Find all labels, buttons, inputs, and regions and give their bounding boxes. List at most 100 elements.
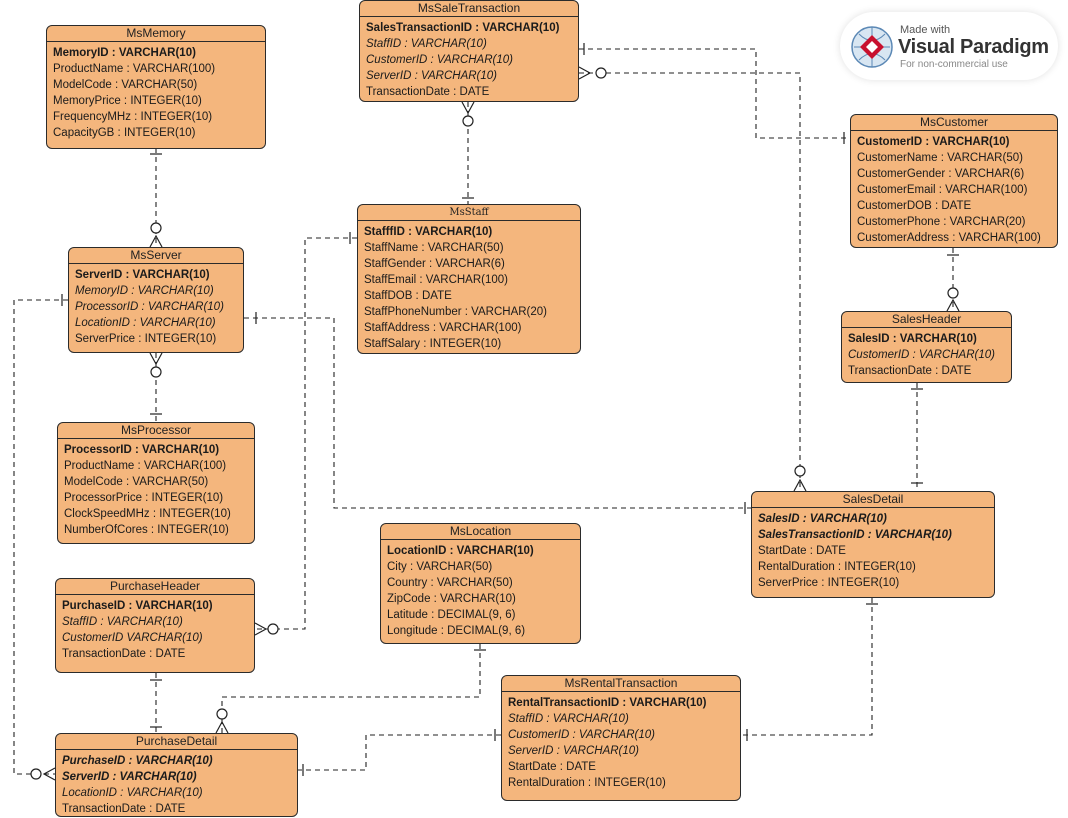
entity-mslocation[interactable]: MsLocation LocationID : VARCHAR(10)City …	[380, 523, 581, 644]
rel-saletransaction-salesdetail	[579, 72, 801, 491]
attribute-list: ProcessorID : VARCHAR(10) ProductName : V…	[58, 439, 254, 538]
watermark-brand: Visual Paradigm	[898, 36, 1049, 58]
attribute-row: PurchaseID : VARCHAR(10)	[62, 600, 213, 612]
attribute-row: MemoryPrice : INTEGER(10)	[53, 95, 202, 107]
attribute-row: City : VARCHAR(50)	[387, 561, 493, 573]
attribute-row: CustomerID : VARCHAR(10)	[848, 349, 995, 361]
crow-foot	[254, 622, 268, 636]
attribute-row: ProcessorID : VARCHAR(10)	[64, 444, 220, 456]
rel-rental-purchasedetail	[298, 734, 501, 771]
attribute-list: ServerID : VARCHAR(10)MemoryID : VARCHAR…	[69, 264, 243, 347]
attribute-list: SalesID : VARCHAR(10) SalesTransactionID …	[752, 508, 994, 591]
attribute-row: LocationID : VARCHAR(10)	[62, 787, 203, 799]
attribute-list: StafffID : VARCHAR(10) StaffName : VARCHA…	[358, 221, 580, 352]
attribute-row: RentalDuration : INTEGER(10)	[758, 561, 916, 573]
attribute-list: SalesTransactionID : VARCHAR(10)StaffID …	[360, 17, 578, 100]
entity-title: MsMemory	[47, 26, 265, 42]
attribute-row: RentalTransactionID : VARCHAR(10)	[508, 697, 707, 709]
attribute-row: FrequencyMHz : INTEGER(10)	[53, 111, 213, 123]
attribute-row: NumberOfCores : INTEGER(10)	[64, 524, 229, 536]
attribute-row: TransactionDate : DATE	[848, 365, 972, 377]
attribute-list: RentalTransactionID : VARCHAR(10)StaffID…	[502, 692, 740, 791]
watermark-made-with: Made with	[900, 24, 951, 36]
attribute-row: ServerID : VARCHAR(10)	[62, 771, 197, 783]
crow-foot	[149, 352, 163, 366]
rel-salesdetail-rental	[741, 598, 873, 736]
entity-salesheader[interactable]: SalesHeader SalesID : VARCHAR(10)Custome…	[841, 311, 1012, 383]
attribute-row: Latitude : DECIMAL(9, 6)	[387, 609, 516, 621]
attribute-row: CustomerPhone : VARCHAR(20)	[857, 216, 1026, 228]
attribute-row: SalesID : VARCHAR(10)	[848, 333, 977, 345]
zero-marker	[216, 708, 228, 720]
attribute-row: ClockSpeedMHz : INTEGER(10)	[64, 508, 231, 520]
entity-mscustomer[interactable]: MsCustomer CustomerID : VARCHAR(10)Custo…	[850, 114, 1058, 248]
entity-title: MsRentalTransaction	[502, 676, 740, 692]
attribute-row: StaffName : VARCHAR(50)	[364, 242, 504, 254]
attribute-row: ServerPrice : INTEGER(10)	[75, 333, 217, 345]
attribute-row: CapacityGB : INTEGER(10)	[53, 127, 196, 139]
entity-title: MsProcessor	[58, 423, 254, 439]
visual-paradigm-watermark: Made with Visual Paradigm For non-commer…	[840, 12, 1058, 80]
zero-marker	[794, 465, 806, 477]
watermark-license: For non-commercial use	[900, 59, 1008, 70]
crow-foot	[215, 720, 229, 734]
attribute-row: RentalDuration : INTEGER(10)	[508, 777, 666, 789]
entity-purchaseheader[interactable]: PurchaseHeader PurchaseID : VARCHAR(10)S…	[55, 578, 255, 673]
attribute-row: ProcessorPrice : INTEGER(10)	[64, 492, 224, 504]
attribute-row: ServerID : VARCHAR(10)	[75, 269, 210, 281]
entity-msrentaltransaction[interactable]: MsRentalTransaction RentalTransactionID …	[501, 675, 741, 801]
attribute-row: PurchaseID : VARCHAR(10)	[62, 755, 213, 767]
attribute-row: ZipCode : VARCHAR(10)	[387, 593, 516, 605]
entity-msprocessor[interactable]: MsProcessor ProcessorID : VARCHAR(10)Pro…	[57, 422, 255, 544]
attribute-row: ServerPrice : INTEGER(10)	[758, 577, 900, 589]
entity-mssaletransaction[interactable]: MsSaleTransaction SalesTransactionID : V…	[359, 0, 579, 102]
attribute-row: Longitude : DECIMAL(9, 6)	[387, 625, 526, 637]
zero-marker	[150, 366, 162, 378]
attribute-row: StartDate : DATE	[758, 545, 846, 557]
attribute-row: ServerID : VARCHAR(10)	[366, 70, 498, 82]
entity-title: SalesDetail	[752, 492, 994, 508]
attribute-row: StaffEmail : VARCHAR(100)	[364, 274, 509, 286]
attribute-list: PurchaseID : VARCHAR(10) ServerID : VARCH…	[56, 750, 297, 817]
attribute-row: StaffAddress : VARCHAR(100)	[364, 322, 522, 334]
attribute-row: SalesTransactionID : VARCHAR(10)	[366, 22, 560, 34]
entity-msstaff[interactable]: MsStaff StafffID : VARCHAR(10) StaffName …	[357, 204, 581, 354]
rel-location-purchasedetail	[221, 644, 481, 733]
entity-title: MsStaff	[358, 205, 580, 221]
zero-marker	[150, 222, 162, 234]
zero-marker	[595, 67, 607, 79]
attribute-row: ServerID : VARCHAR(10)	[508, 745, 640, 757]
entity-purchasedetail[interactable]: PurchaseDetail PurchaseID : VARCHAR(10) S…	[55, 733, 298, 817]
zero-marker	[462, 115, 474, 127]
entity-title: MsCustomer	[851, 115, 1057, 131]
entity-title: MsSaleTransaction	[360, 1, 578, 17]
attribute-row: ProductName : VARCHAR(100)	[64, 460, 227, 472]
attribute-row: Country : VARCHAR(50)	[387, 577, 513, 589]
entity-msserver[interactable]: MsServer ServerID : VARCHAR(10)MemoryID …	[68, 247, 244, 353]
attribute-row: SalesTransactionID : VARCHAR(10)	[758, 529, 952, 541]
attribute-row: MemoryID : VARCHAR(10)	[53, 47, 196, 59]
crow-foot	[946, 298, 960, 312]
attribute-row: StafffID : VARCHAR(10)	[364, 226, 493, 238]
entity-title: PurchaseDetail	[56, 734, 297, 750]
attribute-row: CustomerID VARCHAR(10)	[62, 632, 203, 644]
attribute-row: TransactionDate : DATE	[62, 648, 186, 660]
attribute-row: LocationID : VARCHAR(10)	[387, 545, 534, 557]
rel-saletransaction-customer	[579, 48, 850, 139]
attribute-row: ModelCode : VARCHAR(50)	[53, 79, 198, 91]
crow-foot	[578, 66, 592, 80]
attribute-row: SalesID : VARCHAR(10)	[758, 513, 887, 525]
attribute-row: LocationID : VARCHAR(10)	[75, 317, 216, 329]
visual-paradigm-logo-icon	[851, 26, 893, 68]
attribute-list: CustomerID : VARCHAR(10)CustomerName : V…	[851, 131, 1057, 246]
attribute-row: CustomerName : VARCHAR(50)	[857, 152, 1023, 164]
crow-foot	[149, 234, 163, 248]
entity-title: PurchaseHeader	[56, 579, 254, 595]
entity-salesdetail[interactable]: SalesDetail SalesID : VARCHAR(10) SalesTr…	[751, 491, 995, 598]
attribute-row: CustomerDOB : DATE	[857, 200, 972, 212]
attribute-row: StartDate : DATE	[508, 761, 596, 773]
attribute-row: TransactionDate : DATE	[62, 803, 186, 815]
zero-marker	[267, 623, 279, 635]
entity-msmemory[interactable]: MsMemory MemoryID : VARCHAR(10)ProductNa…	[46, 25, 266, 149]
